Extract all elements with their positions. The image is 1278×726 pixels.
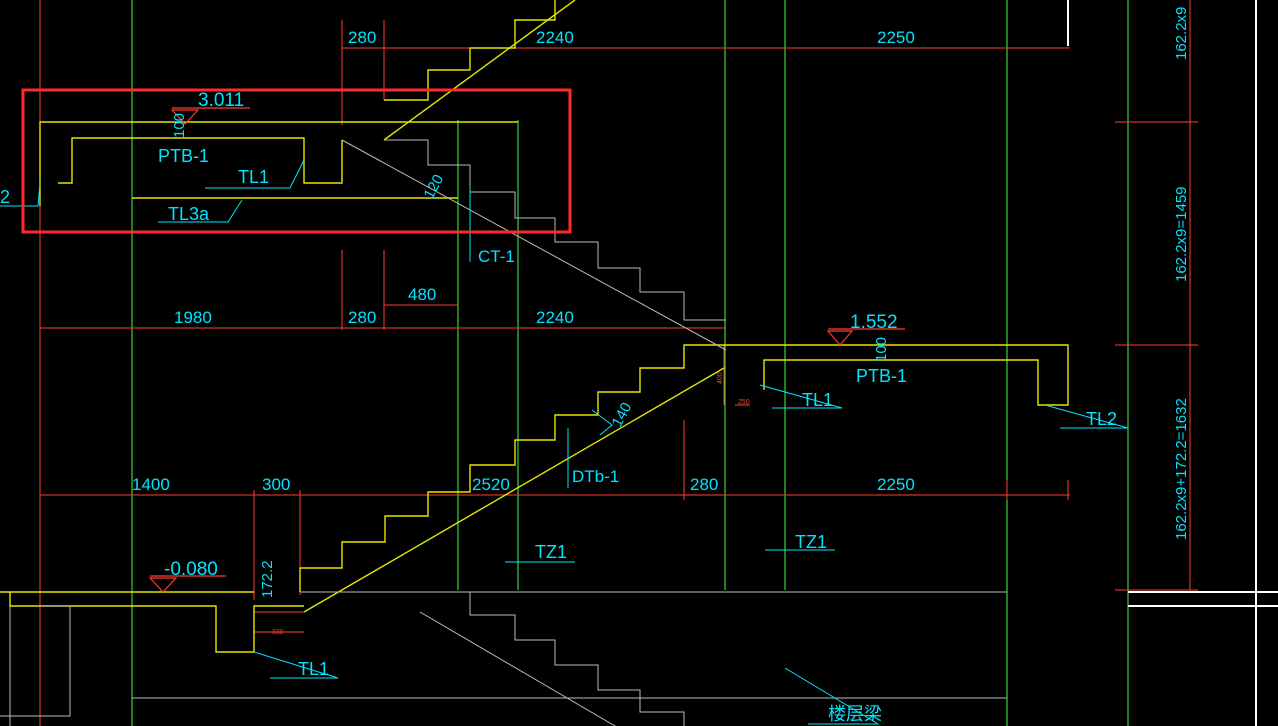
elevation-middle: 1.552 — [850, 312, 898, 333]
selection-box[interactable] — [21, 88, 572, 234]
dim-rise-1722: 172.2 — [259, 560, 276, 598]
label-tz1-right: TZ1 — [795, 532, 827, 552]
dim-small-330: 330 — [272, 629, 284, 636]
elevation-markers — [148, 107, 905, 593]
label-floor-beam: 楼层梁 — [828, 704, 882, 724]
label-thickness-upper: 100 — [171, 113, 188, 138]
label-tl3a: TL3a — [168, 204, 210, 224]
dim-low-2520: 2520 — [472, 475, 510, 494]
elevation-upper: 3.011 — [198, 90, 244, 111]
dim-top-2250: 2250 — [877, 28, 915, 47]
label-ct1: CT-1 — [478, 247, 515, 266]
label-tl2-left: 2 — [0, 187, 10, 207]
dim-mid-2240: 2240 — [536, 308, 574, 327]
dim-low-1400: 1400 — [132, 475, 170, 494]
border-lines — [1067, 0, 1278, 726]
label-tz1-left: TZ1 — [535, 542, 567, 562]
label-ptb-upper: PTB-1 — [158, 146, 209, 166]
label-tl2-right: TL2 — [1086, 409, 1117, 429]
dim-mid-280: 280 — [348, 308, 376, 327]
dim-small-400: 400 — [717, 372, 724, 384]
vdim-middle: 162.2x9=1459 — [1173, 186, 1190, 282]
label-tl1-lower: TL1 — [298, 659, 329, 679]
dim-top-280: 280 — [348, 28, 376, 47]
label-tl1-upper: TL1 — [238, 167, 269, 187]
dim-low-300: 300 — [262, 475, 290, 494]
label-dtb1: DTb-1 — [572, 467, 619, 486]
label-tl1-mid: TL1 — [802, 390, 833, 410]
label-slab-140: 140 — [609, 400, 636, 430]
leaders — [0, 159, 1129, 725]
stair-outline — [0, 0, 1069, 653]
dim-low-280: 280 — [690, 475, 718, 494]
elevation-lower: -0.080 — [164, 559, 218, 580]
dim-top-2240: 2240 — [536, 28, 574, 47]
label-thickness-mid: 100 — [873, 337, 890, 362]
label-ptb-mid: PTB-1 — [856, 366, 907, 386]
dim-small-250: 250 — [738, 399, 750, 406]
vdim-bottom: 162.2x9+172.2=1632 — [1173, 398, 1190, 540]
dim-low-2250: 2250 — [877, 475, 915, 494]
dim-mid-1980: 1980 — [174, 308, 212, 327]
dim-mid-480: 480 — [408, 285, 436, 304]
structure-lines — [0, 139, 1007, 726]
vdim-top: 162.2x9 — [1173, 7, 1190, 60]
